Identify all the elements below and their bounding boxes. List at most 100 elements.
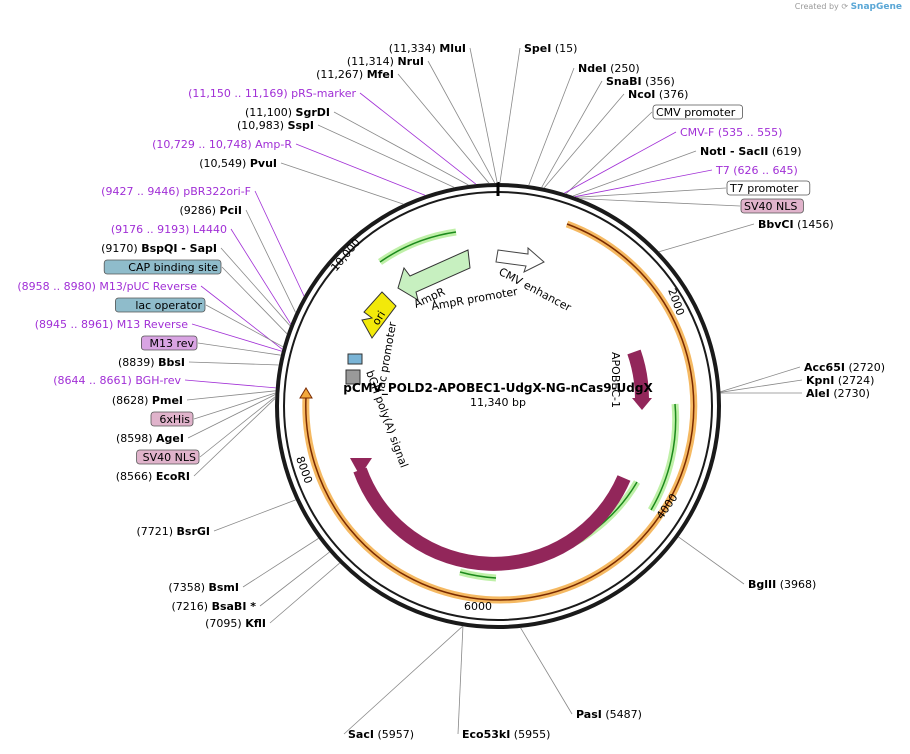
right-site-label-6: NotI - SacII (619) <box>700 145 801 158</box>
leader-line <box>678 536 745 585</box>
feature-box <box>740 198 804 214</box>
left-site-label-15: (8945 .. 8961) M13 Reverse <box>35 318 188 331</box>
leader-line <box>193 398 276 477</box>
leader-line <box>295 143 426 196</box>
left-site-label-8: (9427 .. 9446) pBR322ori-F <box>101 185 251 198</box>
leader-line <box>580 198 741 207</box>
right-site-label-1: NdeI (250) <box>578 62 640 75</box>
right-site-label-8: T7 promoter <box>729 182 799 195</box>
left-site-label-23: (8566) EcoRI <box>116 470 190 483</box>
leader-line <box>221 266 288 335</box>
right-site-label-3: NcoI (376) <box>628 88 688 101</box>
leader-line <box>543 93 625 189</box>
lac-box <box>347 353 363 365</box>
left-site-label-2: (11,267) MfeI <box>316 68 394 81</box>
ori-label: ori <box>370 309 389 328</box>
leader-line <box>720 366 801 393</box>
leader-line <box>520 627 573 715</box>
left-site-label-9: (9286) PciI <box>179 204 242 217</box>
cas9-label: Cas9 <box>480 539 510 553</box>
leader-line <box>220 247 291 326</box>
leader-line <box>245 209 296 313</box>
left-site-label-11: (9170) BspQI - SapI <box>101 242 217 255</box>
left-site-label-13: (8958 .. 8980) M13/pUC Reverse <box>17 280 197 293</box>
leader-line <box>184 379 276 389</box>
leader-line <box>565 111 653 194</box>
cmv-enhancer-arrow <box>495 246 545 273</box>
leader-line <box>199 396 276 458</box>
right-site-label-7: T7 (626 .. 645) <box>715 164 798 177</box>
left-site-label-5: (10,983) SspI <box>237 119 314 132</box>
leader-line <box>499 47 521 184</box>
right-site-label-9: SV40 NLS <box>744 200 797 213</box>
leader-line <box>469 47 498 184</box>
leader-line <box>658 223 755 253</box>
right-site-label-15: PasI (5487) <box>576 708 642 721</box>
right-site-label-2: SnaBI (356) <box>606 75 675 88</box>
leader-line <box>205 304 284 348</box>
leader-line <box>397 73 490 184</box>
left-site-label-0: (11,334) MluI <box>389 42 466 55</box>
right-site-label-5: CMV-F (535 .. 555) <box>680 126 782 139</box>
left-site-label-27: (7095) KflI <box>205 617 266 630</box>
feature-box <box>150 411 194 427</box>
bgh-box <box>345 369 361 385</box>
left-site-label-7: (10,549) PvuI <box>199 157 277 170</box>
feature-box <box>140 335 198 351</box>
apobec-label: APOBEC-1 <box>609 352 622 408</box>
left-site-label-25: (7358) BsmI <box>168 581 239 594</box>
left-site-label-3: (11,150 .. 11,169) pRS-marker <box>188 87 356 100</box>
plasmid-size: 11,340 bp <box>470 396 526 409</box>
left-site-label-19: (8628) PmeI <box>112 394 183 407</box>
ampr-promoter-label: AmpR promoter <box>430 285 519 313</box>
left-site-label-14: lac operator <box>135 299 202 312</box>
leader-line <box>574 169 713 198</box>
feature-box <box>115 297 206 313</box>
ampr-arrow <box>397 249 471 302</box>
leader-line <box>280 162 404 205</box>
leader-line <box>269 562 340 624</box>
leader-line <box>191 323 282 352</box>
left-site-label-18: (8644 .. 8661) BGH-rev <box>53 374 181 387</box>
feature-box <box>136 449 200 465</box>
right-site-label-14: BglII (3968) <box>748 578 816 591</box>
leader-line <box>333 111 469 186</box>
left-site-label-16: M13 rev <box>149 337 194 350</box>
right-site-label-13: AleI (2730) <box>806 387 870 400</box>
snapgene-logo-icon: ⟳ <box>841 2 849 11</box>
left-site-label-22: SV40 NLS <box>143 451 196 464</box>
right-site-label-12: KpnI (2724) <box>806 374 874 387</box>
left-site-label-12: CAP binding site <box>128 261 218 274</box>
leader-line <box>193 392 276 420</box>
right-site-label-16: Eco53kI (5955) <box>462 728 550 741</box>
leader-line <box>576 187 727 198</box>
tick-6000: 6000 <box>464 600 492 613</box>
leader-line <box>242 538 319 588</box>
leader-line <box>427 60 496 184</box>
leader-line <box>359 92 477 185</box>
leader-line <box>343 625 463 735</box>
site-labels: SpeI (15)NdeI (250)SnaBI (356)NcoI (376)… <box>17 42 885 741</box>
tick-10000: 10,000 <box>328 236 363 274</box>
right-site-label-4: CMV promoter <box>656 106 736 119</box>
leader-line <box>197 342 281 356</box>
left-site-label-1: (11,314) NruI <box>347 55 424 68</box>
right-site-label-0: SpeI (15) <box>524 42 577 55</box>
leader-line <box>188 361 279 366</box>
left-site-label-17: (8839) BbsI <box>118 356 185 369</box>
leader-line <box>187 394 276 439</box>
green-arc-top <box>378 228 457 265</box>
left-site-label-6: (10,729 .. 10,748) Amp-R <box>152 138 292 151</box>
leader-line <box>317 124 455 188</box>
left-site-label-21: (8598) AgeI <box>116 432 184 445</box>
left-site-label-10: (9176 .. 9193) L4440 <box>111 223 227 236</box>
left-site-label-4: (11,100) SgrDI <box>245 106 330 119</box>
cas9-arc <box>353 467 631 571</box>
left-site-label-20: 6xHis <box>159 413 190 426</box>
leader-line <box>720 379 803 393</box>
feature-box <box>103 259 222 275</box>
leader-line <box>186 390 276 401</box>
ori-arrow <box>361 291 397 339</box>
feature-box <box>652 104 743 120</box>
